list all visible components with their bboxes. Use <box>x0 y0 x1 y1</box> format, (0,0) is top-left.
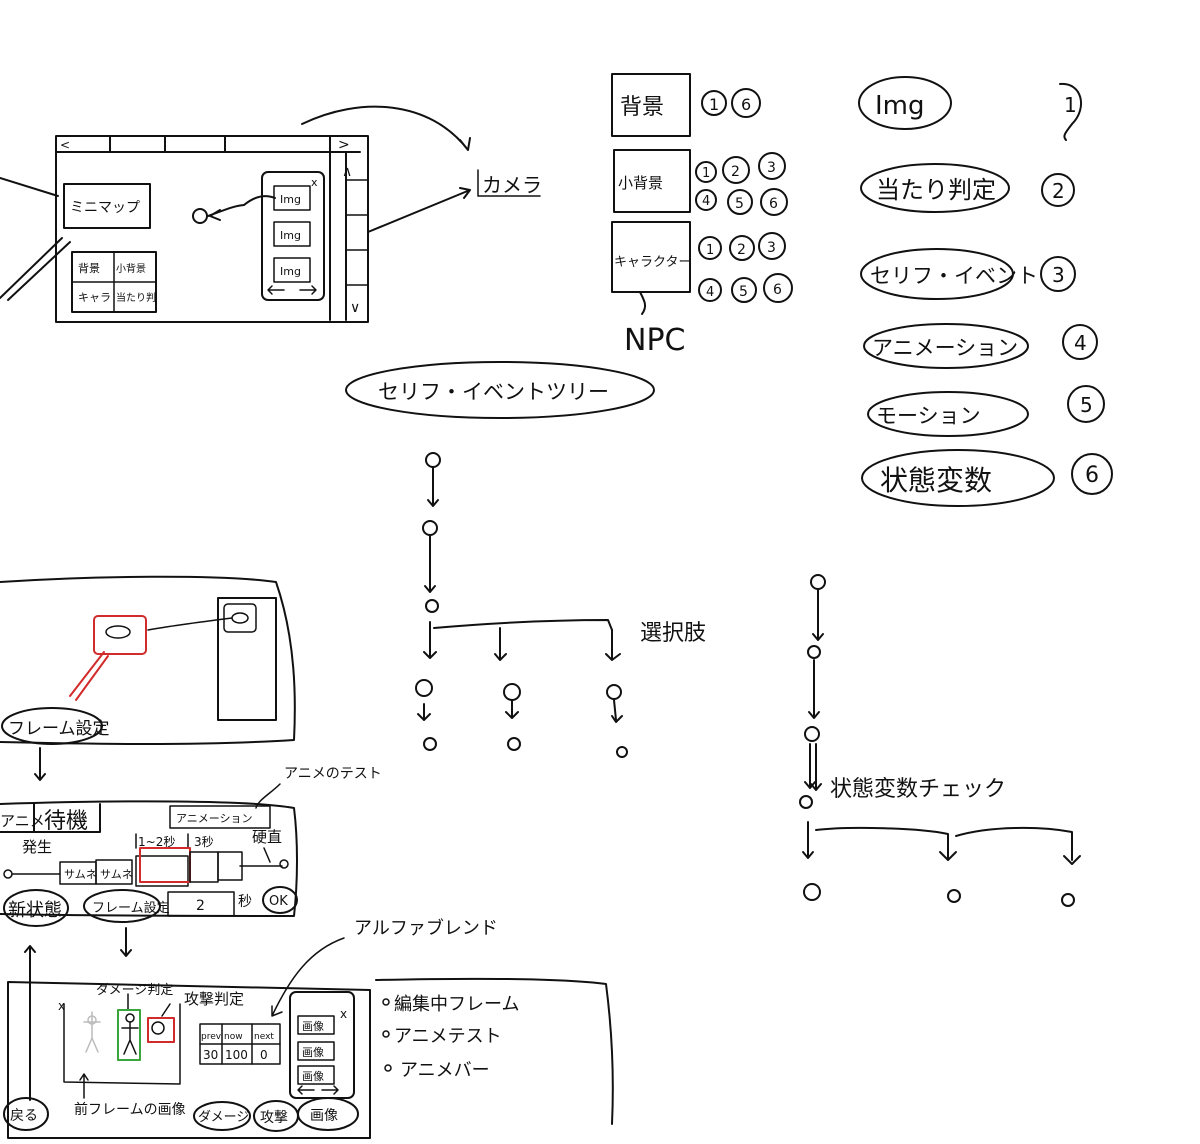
legend-subbg-num-2: 2 <box>731 164 740 180</box>
scroll-up[interactable]: ∧ <box>342 164 352 180</box>
npc-label: NPC <box>624 323 685 358</box>
legend-hit-label: 当たり判定 <box>876 176 996 204</box>
anim-sec-label: 3秒 <box>194 835 214 849</box>
legend-char-num-4: 4 <box>706 285 714 300</box>
tree-title: セリフ・イベントツリー <box>378 380 609 404</box>
legend-bg-num-1: 1 <box>709 95 719 114</box>
legend-animation-num: 4 <box>1074 331 1087 355</box>
legend-motion-label: モーション <box>876 404 981 428</box>
note-2: アニメテスト <box>394 1026 502 1047</box>
legend-hit-num: 2 <box>1052 179 1065 203</box>
attack-label: 攻撃判定 <box>184 990 244 1008</box>
stage-editor-wireframe: < > ∧ ∨ ミニマップ 背景 小背景 キャラ 当たり判 x Img Img … <box>0 105 471 323</box>
cell-hit[interactable]: 当たり判 <box>116 291 156 304</box>
legend-motion-num: 5 <box>1080 393 1093 417</box>
panel-image-2[interactable]: 画像 <box>302 1046 324 1059</box>
layer-legend: 背景 1 6 小背景 1 2 3 4 5 6 キャラクター 1 2 3 4 5 … <box>611 73 1113 507</box>
alpha-note: アルファブレンド <box>354 917 498 939</box>
tree-branch-label: 選択肢 <box>640 621 706 646</box>
legend-subbg-label: 小背景 <box>618 174 663 192</box>
col-now: now <box>224 1032 243 1042</box>
camera-label: カメラ <box>482 173 542 197</box>
panel-image-1[interactable]: 画像 <box>302 1020 324 1033</box>
attack-button[interactable]: 攻撃 <box>260 1110 288 1126</box>
col-next: next <box>254 1032 274 1042</box>
legend-char-num-5: 5 <box>739 284 748 300</box>
image-button[interactable]: 画像 <box>310 1108 338 1124</box>
legend-subbg-num-5: 5 <box>735 196 744 212</box>
back-button[interactable]: 戻る <box>10 1108 38 1124</box>
frame-setting-button[interactable]: フレーム設定 <box>92 900 170 916</box>
thumb-2[interactable]: サムネ <box>100 868 133 881</box>
legend-img-label: Img <box>875 91 925 121</box>
prev-arrow[interactable]: < <box>60 138 70 152</box>
anim-end-label: 硬直 <box>252 828 282 846</box>
legend-state-num: 6 <box>1085 463 1099 488</box>
frame-editor-panel: x ダメージ判定 攻撃判定 アルファブレンド prev now next 30 … <box>3 917 498 1139</box>
cell-sub-background[interactable]: 小背景 <box>116 262 146 275</box>
panel-img-1[interactable]: Img <box>280 193 301 206</box>
panel-img-3[interactable]: Img <box>280 265 301 278</box>
prev-frame-note: 前フレームの画像 <box>74 1101 186 1118</box>
notes: 編集中フレーム アニメテスト アニメバー <box>375 977 614 1125</box>
frame-setting-label[interactable]: フレーム設定 <box>8 719 110 739</box>
legend-char-num-1: 1 <box>706 243 714 258</box>
val-prev[interactable]: 30 <box>203 1048 218 1062</box>
cell-character[interactable]: キャラ <box>78 291 111 304</box>
legend-subbg-num-1: 1 <box>702 166 710 181</box>
legend-character-label: キャラクター <box>614 255 691 270</box>
panel-img-2[interactable]: Img <box>280 229 301 242</box>
anim-start-label: 発生 <box>22 838 52 856</box>
anim-test-note: アニメのテスト <box>284 766 382 782</box>
new-state-button[interactable]: 新状態 <box>8 900 62 921</box>
cell-background[interactable]: 背景 <box>78 261 100 275</box>
anim-range-label: 1~2秒 <box>138 835 175 849</box>
frame-editor-close[interactable]: x <box>58 999 65 1013</box>
seconds-value[interactable]: 2 <box>196 898 205 914</box>
animation-panel: アニメ 待機 アニメーション アニメのテスト 発生 硬直 1~2秒 3秒 サムネ… <box>0 766 382 1101</box>
anim-tab-1[interactable]: アニメ <box>0 812 45 830</box>
minimap-label: ミニマップ <box>70 200 140 216</box>
seconds-unit: 秒 <box>238 894 252 910</box>
ok-button[interactable]: OK <box>269 894 288 909</box>
note-1: 編集中フレーム <box>394 994 519 1015</box>
frame-setting-mockup: フレーム設定 <box>0 575 296 781</box>
panel-close[interactable]: x <box>311 176 318 189</box>
legend-state-label: 状態変数 <box>880 464 992 497</box>
legend-char-num-6: 6 <box>773 282 782 298</box>
val-now[interactable]: 100 <box>225 1048 248 1062</box>
legend-subbg-num-3: 3 <box>767 160 776 176</box>
legend-img-num: 1 <box>1064 93 1077 117</box>
anim-tab-2[interactable]: 待機 <box>44 809 88 834</box>
legend-subbg-num-4: 4 <box>702 194 710 209</box>
tree-check-label: 状態変数チェック <box>830 777 1006 802</box>
next-arrow[interactable]: > <box>338 137 350 153</box>
legend-background-label: 背景 <box>620 95 664 120</box>
note-3: アニメバー <box>400 1060 490 1081</box>
val-next[interactable]: 0 <box>260 1048 268 1062</box>
legend-bg-num-2: 6 <box>741 95 751 114</box>
col-prev: prev <box>201 1032 222 1042</box>
damage-button[interactable]: ダメージ <box>198 1110 249 1125</box>
panel-image-3[interactable]: 画像 <box>302 1070 324 1083</box>
thumb-1[interactable]: サムネ <box>64 868 97 881</box>
damage-label: ダメージ判定 <box>96 983 173 998</box>
legend-animation-label: アニメーション <box>872 336 1018 360</box>
legend-dialogue-num: 3 <box>1052 263 1065 287</box>
dialogue-event-tree: セリフ・イベントツリー 選択肢 状態変数チェック <box>345 361 1081 907</box>
scroll-down[interactable]: ∨ <box>350 300 360 316</box>
image-panel-close[interactable]: x <box>340 1007 347 1021</box>
legend-subbg-num-6: 6 <box>769 196 778 212</box>
animation-button[interactable]: アニメーション <box>176 812 253 825</box>
legend-char-num-3: 3 <box>767 240 776 256</box>
legend-char-num-2: 2 <box>737 242 746 258</box>
legend-dialogue-label: セリフ・イベント <box>870 264 1038 288</box>
